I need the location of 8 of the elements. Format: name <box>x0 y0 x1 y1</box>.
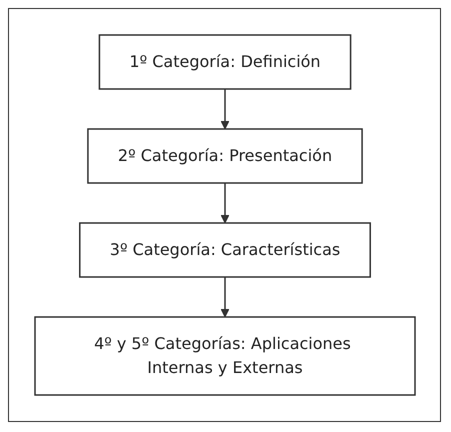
node-box <box>34 316 416 396</box>
arrow <box>220 89 229 130</box>
node-box <box>86 128 362 184</box>
arrow <box>220 183 229 224</box>
frame-border: 1º Categoría: Definición 2º Categoría: Presentación 3º Categoría: Características 4º y 5º Categorías: Aplicaciones Internas y Externas <box>8 8 441 422</box>
node-box <box>78 222 370 278</box>
node-box <box>98 34 351 90</box>
arrow <box>220 277 229 318</box>
